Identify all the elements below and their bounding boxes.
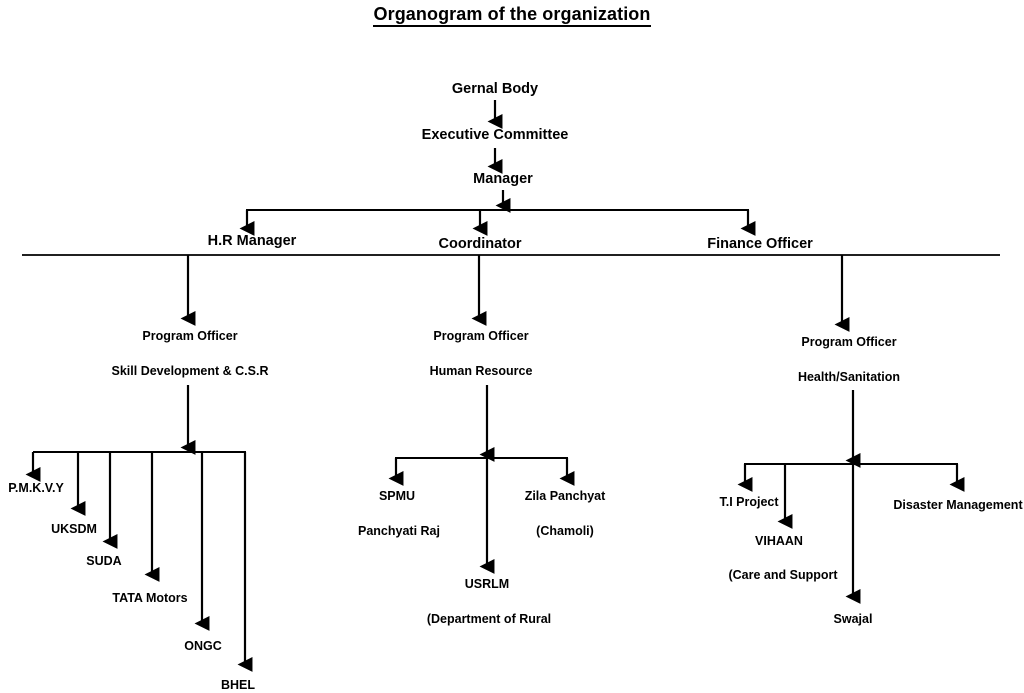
node-spmu[interactable]: SPMU: [378, 489, 416, 504]
node-pmkvy[interactable]: P.M.K.V.Y: [8, 481, 64, 496]
node-program-officer-right[interactable]: Program Officer: [801, 335, 897, 350]
node-tata-motors[interactable]: TATA Motors: [112, 591, 188, 606]
node-finance-officer[interactable]: Finance Officer: [707, 236, 813, 253]
node-disaster-management[interactable]: Disaster Management: [893, 498, 1023, 513]
node-coordinator[interactable]: Coordinator: [438, 236, 522, 253]
node-health-sanitation[interactable]: Health/Sanitation: [797, 370, 901, 385]
node-ti-project[interactable]: T.I Project: [719, 495, 779, 510]
page-title: Organogram of the organization: [0, 4, 1024, 27]
node-usrlm[interactable]: USRLM: [464, 577, 510, 592]
node-ongc[interactable]: ONGC: [184, 639, 222, 654]
node-suda[interactable]: SUDA: [86, 554, 122, 569]
node-human-resource[interactable]: Human Resource: [429, 364, 533, 379]
node-swajal[interactable]: Swajal: [833, 612, 873, 627]
node-care-and-support[interactable]: (Care and Support: [728, 568, 838, 583]
node-chamoli[interactable]: (Chamoli): [536, 524, 594, 539]
node-program-officer-middle[interactable]: Program Officer: [433, 329, 529, 344]
node-program-officer-left[interactable]: Program Officer: [142, 329, 238, 344]
page-title-text: Organogram of the organization: [373, 4, 651, 27]
node-bhel[interactable]: BHEL: [220, 678, 256, 693]
node-manager[interactable]: Manager: [473, 171, 533, 188]
node-zila-panchyat[interactable]: Zila Panchyat: [524, 489, 606, 504]
node-executive-committee[interactable]: Executive Committee: [421, 127, 569, 144]
node-uksdm[interactable]: UKSDM: [51, 522, 97, 537]
node-department-rural[interactable]: (Department of Rural: [426, 612, 552, 627]
node-general-body[interactable]: Gernal Body: [451, 81, 539, 98]
node-skill-development-csr[interactable]: Skill Development & C.S.R: [111, 364, 269, 379]
node-panchyati-raj[interactable]: Panchyati Raj: [358, 524, 440, 539]
node-hr-manager[interactable]: H.R Manager: [207, 233, 297, 250]
node-vihaan[interactable]: VIHAAN: [755, 534, 803, 549]
